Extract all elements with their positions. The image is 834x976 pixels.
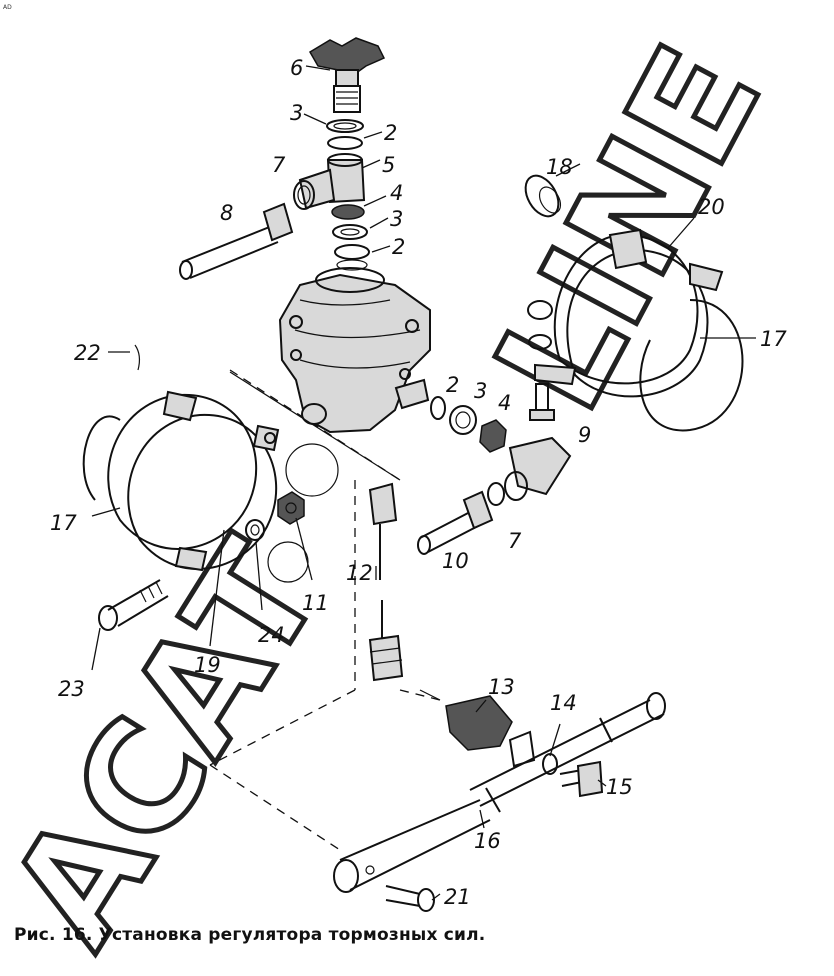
part-20-clamp-right (527, 228, 744, 432)
callout-9: 9 (578, 423, 591, 447)
callout-7-bottom: 7 (508, 529, 522, 553)
callout-18: 18 (546, 155, 573, 179)
part-11-nut (277, 491, 305, 525)
callout-17-right: 17 (760, 327, 787, 351)
callout-16: 16 (474, 829, 501, 853)
figure-caption: Рис. 16. Установка регулятора тормозных … (14, 925, 486, 945)
leader-lines (91, 65, 756, 901)
part-13-boot (419, 689, 513, 751)
right-fittings (430, 396, 507, 453)
part-18-bushing (524, 174, 562, 218)
regulator-body (278, 267, 431, 434)
callout-14: 14 (550, 691, 577, 715)
callout-4-top: 4 (390, 181, 403, 205)
callout-11: 11 (302, 591, 329, 615)
callout-20: 20 (698, 195, 725, 219)
part-10-pipe (417, 490, 494, 555)
part-21-pin (385, 885, 435, 912)
part-16-lever (333, 692, 666, 893)
callout-24: 24 (258, 623, 285, 647)
callout-3-mid: 3 (390, 207, 403, 231)
callout-13: 13 (488, 675, 515, 699)
callout-3-right: 3 (474, 379, 487, 403)
callout-12: 12 (346, 561, 373, 585)
part-23-bolt (98, 579, 169, 631)
part-9-banjo (487, 436, 572, 506)
callout-2-right: 2 (446, 373, 459, 397)
washer-stack-top (326, 119, 364, 150)
callout-5: 5 (382, 153, 395, 177)
part-12-fitting (368, 482, 404, 682)
callout-19: 19 (194, 653, 221, 677)
callout-7-top: 7 (272, 153, 286, 177)
callout-3-top: 3 (290, 101, 303, 125)
callout-23: 23 (58, 677, 85, 701)
washer-stack-lower (331, 204, 370, 271)
part-5-banjo-fitting (293, 153, 366, 210)
callout-8: 8 (220, 201, 233, 225)
part-24-washer (245, 519, 265, 541)
part-6-valve-cap (308, 37, 386, 113)
part-17-clamp-left (82, 344, 401, 572)
corner-mark: AD (3, 4, 12, 11)
part-8-pipe (179, 202, 294, 280)
callout-2-mid: 2 (392, 235, 405, 259)
callout-6: 6 (290, 56, 303, 80)
callout-17-left: 17 (50, 511, 77, 535)
callout-10: 10 (442, 549, 469, 573)
callout-15: 15 (606, 775, 633, 799)
watermark-upper: LINE (463, 20, 795, 437)
callout-22: 22 (74, 341, 101, 365)
callout-labels: 6 3 2 7 5 8 4 3 2 18 20 22 17 2 3 4 9 17… (50, 56, 787, 909)
watermark-lower: ACAT (0, 515, 355, 974)
callout-21: 21 (444, 885, 471, 909)
callout-2-top: 2 (384, 121, 397, 145)
callout-4-right: 4 (498, 391, 511, 415)
